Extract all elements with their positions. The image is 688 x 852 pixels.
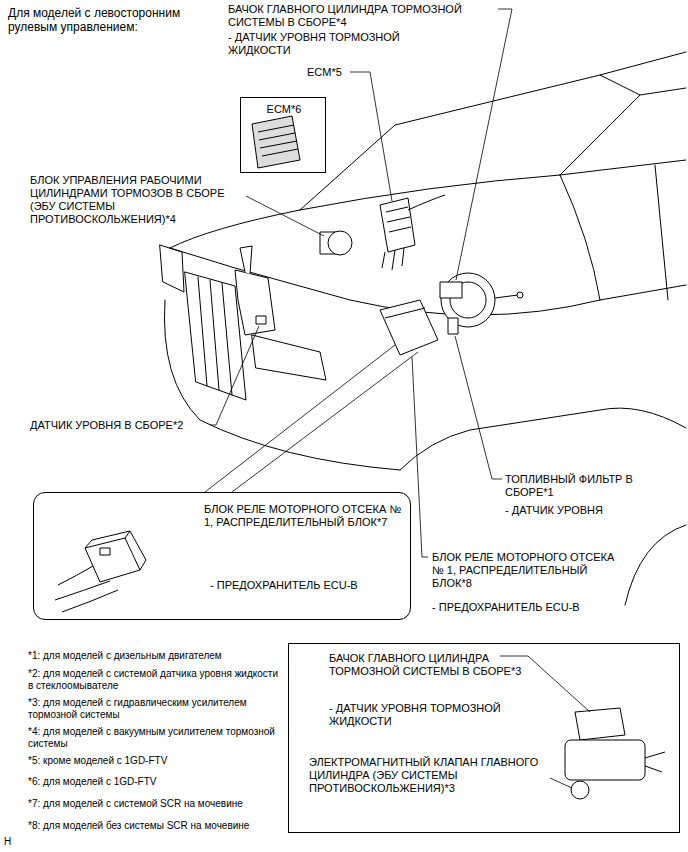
relay-block: [380, 300, 438, 355]
leader-line: [456, 9, 512, 280]
footnote: *7: для моделей с системой SCR на мочеви…: [28, 798, 283, 810]
solenoid-valve: [571, 781, 589, 799]
reservoir-picture: [575, 708, 625, 740]
component-label: ECM*6: [241, 103, 327, 116]
component-label: - ПРЕДОХРАНИТЕЛЬ ECU-B: [210, 579, 402, 592]
footnote: *8: для моделей без системы SCR на мочев…: [28, 820, 283, 832]
component-label: БАЧОК ГЛАВНОГО ЦИЛИНДРА ТОРМОЗНОЙ СИСТЕМ…: [329, 652, 561, 678]
leader-line: [350, 72, 392, 201]
component-label: ЭЛЕКТРОМАГНИТНЫЙ КЛАПАН ГЛАВНОГО ЦИЛИНДР…: [309, 756, 557, 795]
leader-line: [550, 778, 572, 788]
front-bumper: [164, 300, 400, 470]
actuator-motor: [328, 231, 352, 255]
leader-line: [246, 196, 324, 236]
cowl-line: [300, 175, 560, 210]
relay-picture-top: [85, 531, 146, 570]
callout-label: ДАТЧИК УРОВНЯ В СБОРЕ*2: [30, 419, 206, 432]
body-side: [560, 160, 686, 300]
leader-line: [500, 656, 590, 712]
headlamp: [160, 245, 184, 292]
callout-label: БЛОК УПРАВЛЕНИЯ РАБОЧИМИ ЦИЛИНДРАМИ ТОРМ…: [30, 174, 238, 226]
inset-box: ECM*6: [240, 97, 326, 173]
callout-label: - ПРЕДОХРАНИТЕЛЬ ECU-B: [432, 601, 622, 614]
brake-lines: [645, 752, 665, 772]
figure-code: H: [4, 836, 24, 848]
relay-picture: [85, 538, 140, 582]
hood-edge: [170, 210, 300, 248]
footnote: *4: для моделей с вакуумным усилителем т…: [28, 726, 283, 750]
engine-bay-edge: [170, 248, 600, 315]
fender-edge: [560, 175, 600, 300]
relay-lid: [385, 308, 425, 318]
callout-label: ТОПЛИВНЫЙ ФИЛЬТР В СБОРЕ*1: [505, 473, 637, 499]
wheel-arch: [625, 525, 686, 605]
rod-end: [517, 292, 523, 298]
headlamp: [252, 335, 326, 380]
push-rod: [495, 295, 518, 298]
footnote: *1: для моделей с дизельным двигателем: [28, 650, 283, 662]
vehicle-outline: [160, 52, 686, 605]
inset-box: БАЧОК ГЛАВНОГО ЦИЛИНДРА ТОРМОЗНОЙ СИСТЕМ…: [288, 643, 680, 833]
footnote: *2: для моделей с системой датчика уровн…: [28, 668, 283, 692]
master-cylinder: [565, 740, 645, 780]
ecm-ribs: [258, 125, 298, 156]
callout-label: - ДАТЧИК УРОВНЯ ТОРМОЗНОЙ ЖИДКОСТИ: [228, 31, 428, 57]
brake-reservoir: [440, 282, 462, 298]
fender-line: [400, 408, 686, 470]
roof-line: [600, 52, 686, 95]
callout-label: БЛОК РЕЛЕ МОТОРНОГО ОТСЕКА № 1, РАСПРЕДЕ…: [432, 551, 628, 590]
component-label: БЛОК РЕЛЕ МОТОРНОГО ОТСЕКА № 1, РАСПРЕДЕ…: [204, 503, 404, 529]
fuse: [100, 548, 110, 555]
components: [235, 195, 523, 355]
hand: [55, 566, 118, 612]
callout-label: - ДАТЧИК УРОВНЯ: [505, 504, 635, 517]
inset-ground: [240, 97, 326, 173]
inset-box: БЛОК РЕЛЕ МОТОРНОГО ОТСЕКА № 1, РАСПРЕДЕ…: [33, 492, 411, 620]
leader-line: [455, 336, 502, 479]
leader-line: [210, 326, 259, 425]
footnote: *6: для моделей с 1GD-FTV: [28, 776, 283, 788]
leader-line: [412, 357, 428, 557]
washer-tank: [235, 270, 275, 335]
zoom-line: [205, 345, 418, 492]
callout-label: ECM*5: [307, 66, 349, 79]
fuel-filter: [448, 318, 458, 334]
ecm: [380, 198, 415, 252]
ecm-connectors: [386, 207, 411, 232]
ecm-picture: [252, 116, 300, 168]
washer-neck: [240, 246, 252, 274]
ecm-harness: [382, 248, 404, 270]
heading: Для моделей с левосторонним рулевым упра…: [8, 6, 223, 34]
footnote: *5: кроме моделей с 1GD-FTV: [28, 755, 283, 767]
harness: [408, 195, 445, 210]
grille-bars: [198, 277, 232, 395]
level-sensor: [256, 316, 266, 324]
windshield: [300, 75, 640, 210]
callout-label: БАЧОК ГЛАВНОГО ЦИЛИНДРА ТОРМОЗНОЙ СИСТЕМ…: [228, 3, 494, 29]
inset-ground: [33, 492, 411, 620]
component-label: - ДАТЧИК УРОВНЯ ТОРМОЗНОЙ ЖИДКОСТИ: [329, 702, 501, 728]
footnote: *3: для моделей с гидравлическим усилите…: [28, 697, 283, 721]
